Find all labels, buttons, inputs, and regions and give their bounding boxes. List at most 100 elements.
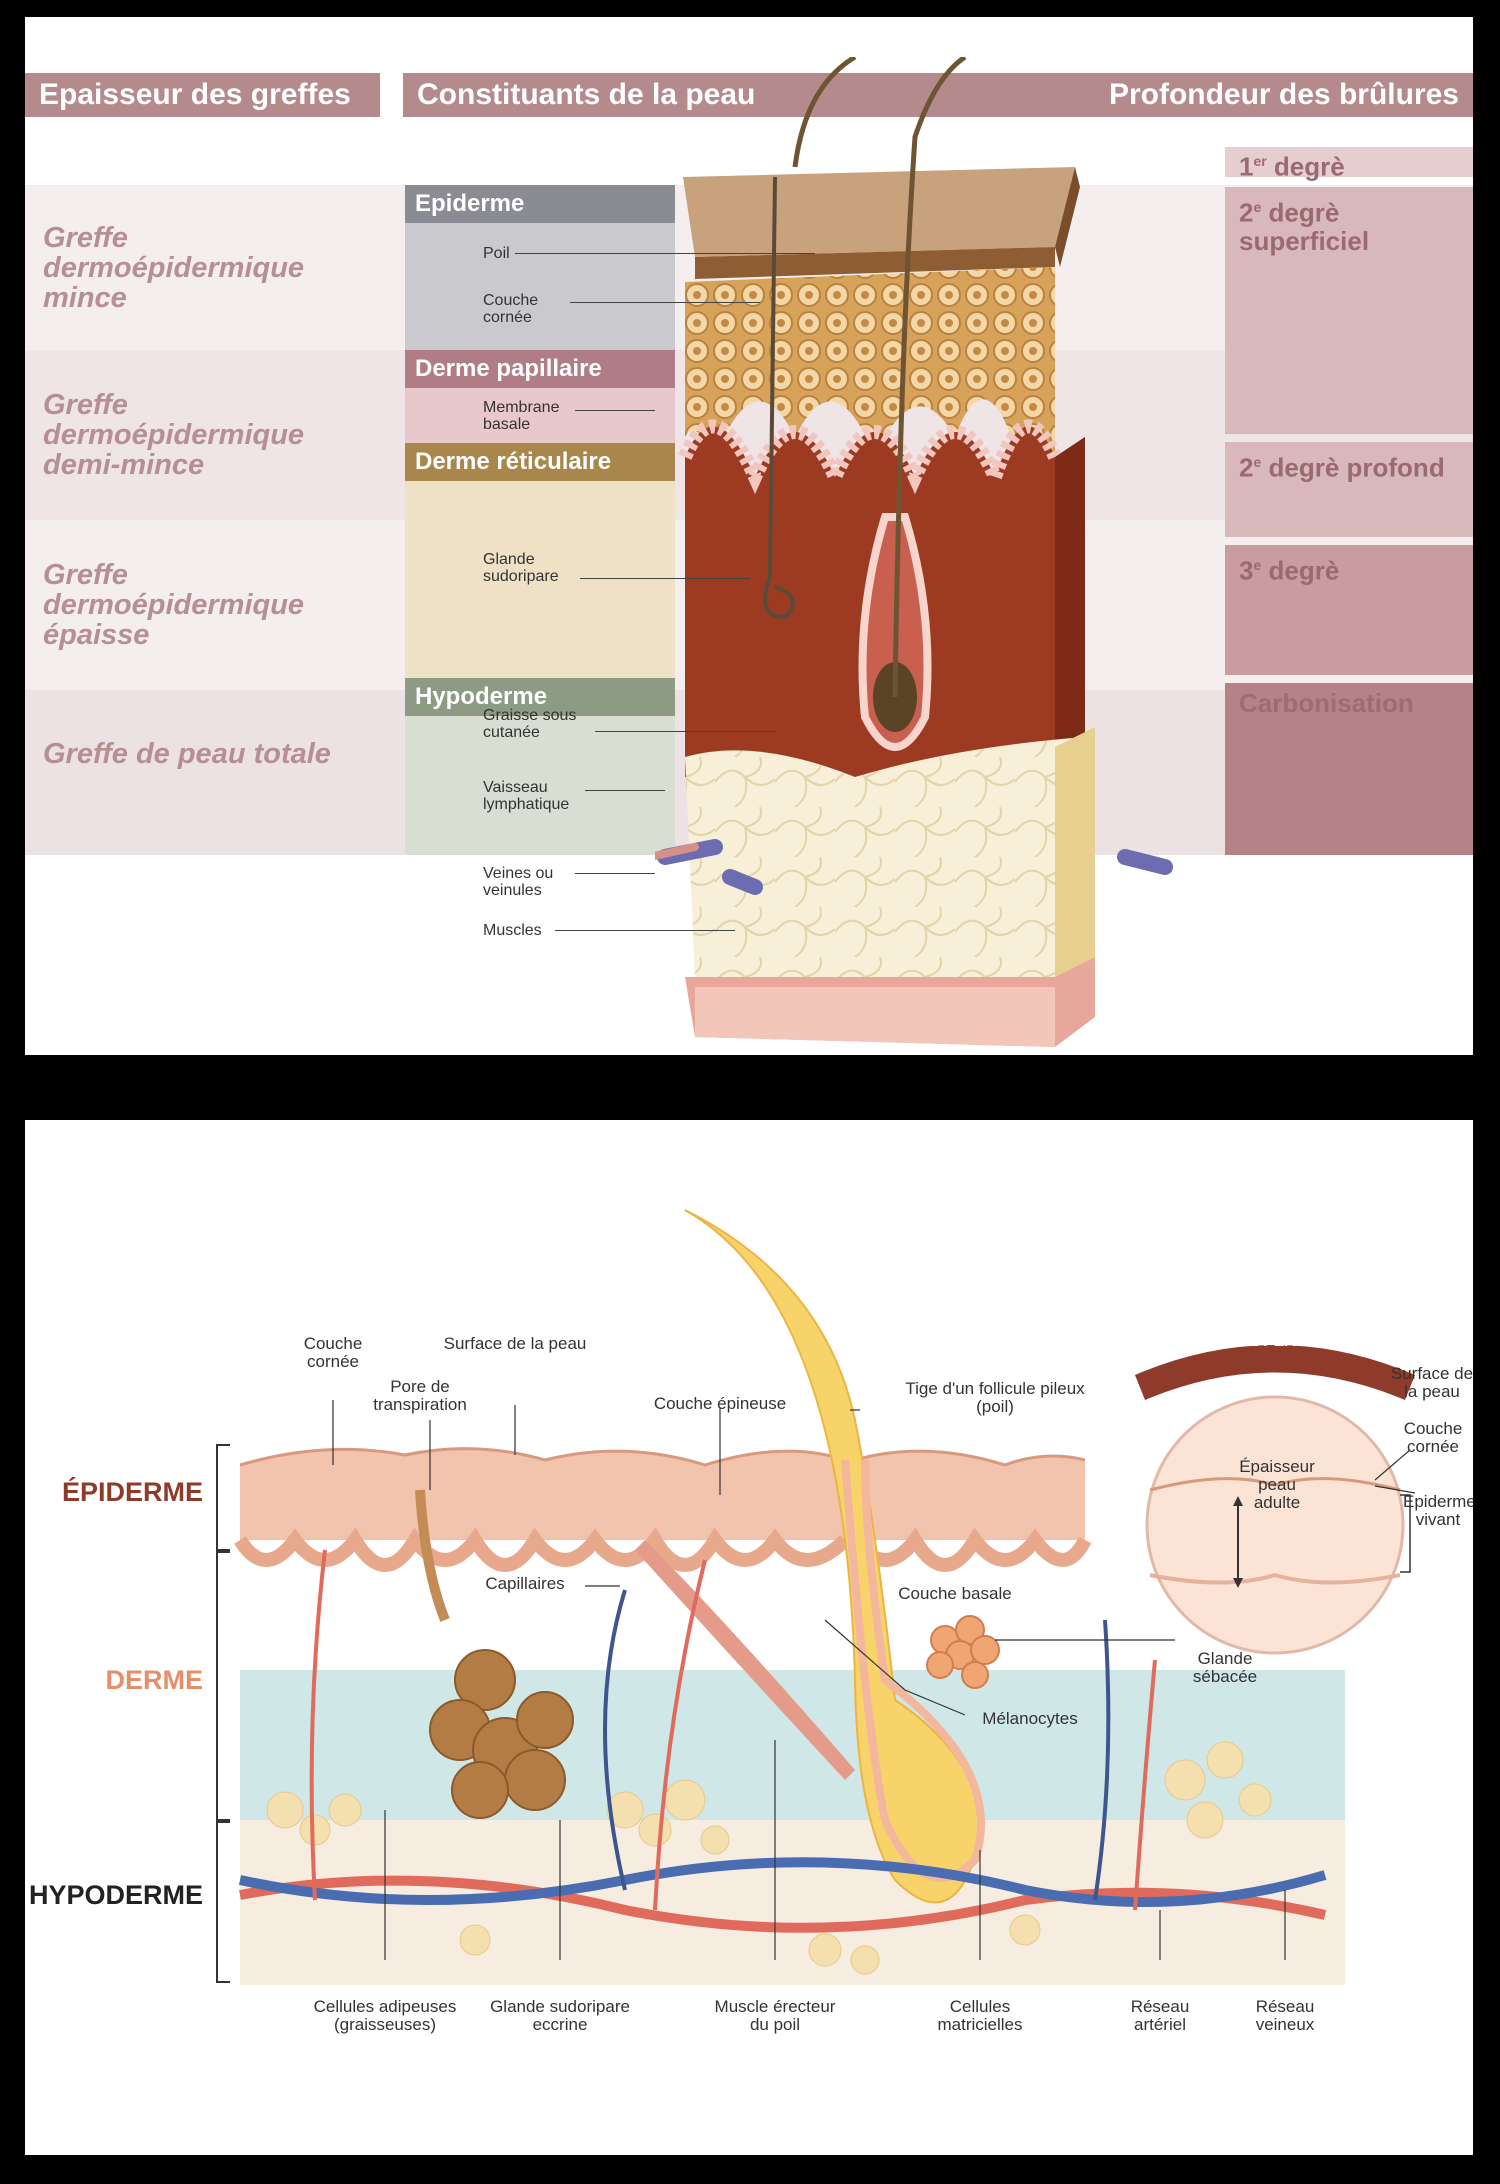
layer-hypoderme: Hypoderme	[405, 678, 675, 716]
label-capillaires: Capillaires	[485, 1574, 565, 1593]
graft-full: Greffe de peau totale	[43, 738, 331, 770]
hypodermis-band	[240, 1670, 1345, 1820]
graft-thin: Greffe dermoépidermique mince	[43, 222, 305, 314]
leader-lines	[332, 1400, 1286, 1960]
burn-third-num: 3	[1239, 555, 1254, 586]
burn-second-sup-text: degrè superficiel	[1239, 197, 1370, 256]
skin-anatomy-panel: ÉPIDERME DERME HYPODERME	[25, 1120, 1473, 2155]
layer-hypoderme-body	[405, 716, 675, 855]
burn-first-text: degrè	[1266, 151, 1345, 182]
skin-cross-section	[216, 1209, 1416, 1985]
layer-derme-reticulaire-body	[405, 481, 675, 678]
burn-first-degree: 1er degrè	[1225, 147, 1473, 181]
burn-first-sup: er	[1253, 153, 1267, 169]
layer-derme-reticulaire: Derme réticulaire	[405, 443, 675, 481]
sweat-gland	[763, 176, 795, 620]
label-reseau-veineux: Réseau veineux	[1255, 1997, 1315, 2034]
vein-network	[238, 1857, 1327, 1907]
section-derme: DERME	[105, 1665, 203, 1695]
header-grafts: Epaisseur des greffes	[25, 73, 380, 117]
lymph-vessel	[655, 843, 699, 860]
burn-second-prof-text: degrè profond	[1261, 452, 1445, 483]
label-reseau-arteriel: Réseau artériel	[1130, 1997, 1190, 2034]
fat-layer	[685, 737, 1085, 977]
burn-second-prof-num: 2	[1239, 452, 1254, 483]
layer-epiderme: Epiderme	[405, 185, 675, 223]
sebaceous-gland	[926, 1615, 1000, 1689]
label-glande-sudoripare: Glande sudoripare	[483, 551, 559, 585]
burn-carbonisation: Carbonisation	[1225, 683, 1473, 855]
bracket-epiderme	[216, 1444, 230, 1551]
label-surface-peau: Surface de la peau	[443, 1334, 587, 1353]
inset-surface: Surface de la peau	[1390, 1364, 1473, 1401]
leader-poil	[515, 253, 815, 254]
leader-couche-cornee	[570, 302, 760, 303]
label-poil: Poil	[483, 245, 510, 262]
label-pore: Pore de transpiration	[373, 1377, 467, 1414]
label-muscle-erecteur: Muscle érecteur du poil	[714, 1997, 836, 2034]
leader-glande-sudoripare	[580, 578, 750, 579]
burn-third-text: degrè	[1261, 555, 1340, 586]
hair-follicle-sheath	[841, 1459, 985, 1882]
vein-3	[1117, 849, 1173, 875]
inset-title: ÉPIDERME PEAU ADULTE	[1174, 1333, 1375, 1350]
sweat-duct	[415, 1489, 450, 1622]
layer-epiderme-body	[405, 223, 675, 350]
label-glande-sebacee: Glande sébacée	[1192, 1649, 1258, 1686]
label-graisse: Graisse sous cutanée	[483, 707, 577, 741]
burn-third-degree: 3e degrè	[1225, 545, 1473, 675]
vein-2	[722, 869, 763, 895]
epidermis	[240, 1448, 845, 1540]
layer-derme-papillaire-body	[405, 388, 675, 443]
leader-muscles	[555, 930, 735, 931]
fat-cells	[266, 1741, 1272, 1975]
graft-thick: Greffe dermoépidermique épaisse	[43, 559, 305, 651]
label-couche-cornee: Couche cornée	[483, 292, 539, 326]
layer-derme-papillaire: Derme papillaire	[405, 350, 675, 388]
burn-depth-panel: Epaisseur des greffes Constituants de la…	[25, 17, 1473, 1055]
label-melanocytes: Mélanocytes	[982, 1709, 1078, 1728]
inset-title-ribbon	[1135, 1345, 1415, 1400]
label-tige: Tige d'un follicule pileux (poil)	[905, 1379, 1085, 1416]
sweat-gland	[429, 1649, 574, 1819]
section-epiderme: ÉPIDERME	[61, 1477, 203, 1507]
label-vaisseau-lymphatique: Vaisseau lymphatique	[483, 779, 570, 813]
leader-vaisseau-lymphatique	[585, 790, 665, 791]
label-glande-sudoripare: Glande sudoripare eccrine	[490, 1997, 630, 2034]
label-muscles: Muscles	[483, 922, 542, 939]
epiderme-cells	[685, 267, 1055, 457]
section-hypoderme: HYPODERME	[28, 1880, 203, 1910]
burn-third-sup: e	[1253, 557, 1262, 573]
leader-veines	[575, 873, 655, 874]
label-membrane-basale: Membrane basale	[483, 399, 560, 433]
leader-graisse	[595, 731, 775, 732]
bracket-hypoderme	[216, 1821, 230, 1983]
leader-membrane-basale	[575, 410, 655, 411]
burn-second-deep: 2e degrè profond	[1225, 442, 1473, 537]
bracket-derme	[216, 1551, 230, 1821]
header-constituents: Constituants de la peau	[403, 73, 1473, 117]
inset-epiderme-vivant: Epiderme vivant	[1403, 1492, 1473, 1529]
artery-network	[239, 1875, 1327, 1933]
label-veines: Veines ou veinules	[483, 865, 554, 899]
surface-slab	[683, 167, 1075, 257]
hair-shaft-2	[792, 57, 857, 168]
burn-second-sup-num: 2	[1239, 197, 1254, 228]
label-cellules-matricielles: Cellules matricielles	[937, 1997, 1023, 2034]
burn-second-prof-sup: e	[1253, 454, 1262, 470]
label-couche-basale: Couche basale	[898, 1584, 1012, 1603]
label-cellules-adipeuses: Cellules adipeuses (graisseuses)	[313, 1997, 457, 2034]
burn-second-superficial: 2e degrè superficiel	[1225, 187, 1473, 434]
skin-block-illustration	[655, 57, 1173, 1047]
burn-second-sup-sup: e	[1253, 199, 1262, 215]
header-burns: Profondeur des brûlures	[1108, 78, 1459, 111]
inset-circle	[1145, 1395, 1405, 1655]
hair-shaft	[892, 57, 967, 698]
label-couche-cornee: Couche cornée	[303, 1334, 363, 1371]
graft-semi-thin: Greffe dermoépidermique demi-mince	[43, 389, 305, 481]
inset-epaisseur: Épaisseur peau adulte	[1239, 1457, 1315, 1512]
label-couche-epineuse: Couche épineuse	[653, 1394, 787, 1413]
burn-first-num: 1	[1239, 151, 1254, 182]
inset-couche-cornee: Couche cornée	[1403, 1419, 1463, 1456]
arrector-muscle	[635, 1540, 855, 1780]
